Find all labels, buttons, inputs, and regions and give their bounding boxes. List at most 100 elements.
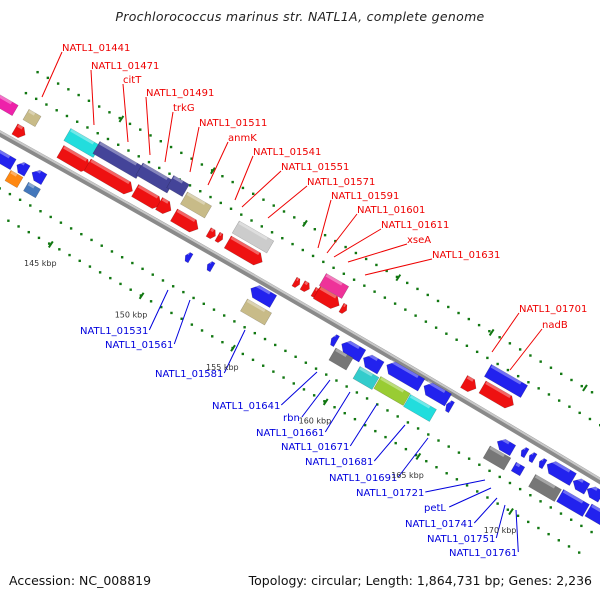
tick-mark <box>477 323 481 327</box>
tick-mark <box>467 317 471 321</box>
tick-mark <box>200 163 204 166</box>
gene-label-forward: NATL1_01631 <box>432 250 500 261</box>
gene-label-forward: trkG <box>173 103 195 114</box>
gene-feature <box>206 260 216 273</box>
leader-line <box>122 83 129 143</box>
gene-feature <box>373 376 411 406</box>
leader-line <box>145 96 151 156</box>
leader-line <box>317 199 332 249</box>
tick-mark <box>170 311 173 315</box>
gene-label-reverse: NATL1_01661 <box>256 428 324 439</box>
tick-mark <box>222 314 226 317</box>
leader-line <box>333 228 382 258</box>
tick-mark <box>131 261 134 265</box>
tick-mark <box>211 335 214 338</box>
gene-feature <box>135 162 175 194</box>
tick-mark <box>537 387 540 390</box>
map-title: Prochlorococcus marinus str. NATL1A, com… <box>115 9 485 24</box>
tick-mark <box>221 175 224 178</box>
tick-mark <box>537 526 540 530</box>
leader-line <box>515 509 519 553</box>
leader-line <box>189 126 200 173</box>
tick-marks <box>0 70 600 554</box>
gene-feature <box>386 359 426 392</box>
gene-feature <box>180 191 212 219</box>
leader-line <box>241 170 282 208</box>
tick-mark <box>87 99 91 102</box>
tick-mark <box>352 278 356 281</box>
major-tick <box>415 452 422 460</box>
tick-mark <box>394 441 397 445</box>
tick-mark <box>36 70 39 74</box>
tick-mark <box>498 475 501 479</box>
tick-mark <box>404 308 407 311</box>
gene-feature <box>231 220 275 254</box>
tick-mark <box>322 260 325 264</box>
major-tick <box>582 384 588 392</box>
tick-mark <box>293 216 296 219</box>
tick-mark <box>128 122 132 126</box>
tick-mark <box>529 354 532 357</box>
major-tick <box>488 328 495 337</box>
gene-label-forward: nadB <box>542 320 568 331</box>
tick-mark <box>260 225 263 228</box>
tick-mark <box>465 484 469 487</box>
tick-mark <box>547 393 551 396</box>
tick-mark <box>455 478 459 481</box>
tick-mark <box>506 368 510 372</box>
gene-label-forward: citT <box>123 75 142 86</box>
tick-mark <box>588 417 592 421</box>
tick-mark <box>168 172 171 175</box>
tick-mark <box>549 366 553 369</box>
tick-mark <box>590 530 593 534</box>
tick-mark <box>374 429 377 433</box>
gene-label-forward: xseA <box>407 235 431 246</box>
tick-mark <box>212 308 216 311</box>
leader-line <box>164 111 174 163</box>
accession-text: Accession: NC_008819 <box>9 573 152 588</box>
tick-mark <box>549 506 552 509</box>
tick-mark <box>65 114 69 118</box>
gene-feature <box>16 160 31 177</box>
tick-mark <box>261 364 265 367</box>
major-tick <box>118 115 125 123</box>
tick-mark <box>75 120 79 123</box>
tick-mark <box>434 326 438 329</box>
tick-mark <box>272 370 275 373</box>
tick-mark <box>570 378 573 382</box>
tick-mark <box>281 236 284 240</box>
gene-feature <box>205 227 216 240</box>
major-tick <box>302 219 308 228</box>
tick-mark <box>119 282 122 286</box>
tick-mark <box>598 423 600 427</box>
tick-mark <box>343 411 346 415</box>
gene-label-reverse: rbn <box>283 413 300 424</box>
leader-line <box>324 391 351 433</box>
tick-mark <box>529 494 532 497</box>
tick-mark <box>436 299 440 303</box>
tick-mark <box>414 314 417 317</box>
tick-mark <box>323 233 327 237</box>
tick-mark <box>539 360 542 363</box>
tick-mark <box>180 151 183 155</box>
tick-mark <box>149 134 152 137</box>
tick-mark <box>496 502 499 505</box>
major-tick <box>210 167 216 175</box>
tick-mark <box>304 361 308 364</box>
tick-mark <box>344 245 347 249</box>
tick-mark <box>219 201 222 205</box>
tick-mark <box>282 210 286 213</box>
genome-backbone <box>0 130 600 485</box>
gene-feature <box>460 375 477 393</box>
major-tick <box>322 398 329 406</box>
tick-mark <box>508 481 512 485</box>
tick-mark <box>516 374 520 378</box>
gene-label-reverse: NATL1_01671 <box>281 442 349 453</box>
tick-mark <box>578 411 581 415</box>
tick-mark <box>27 230 30 234</box>
leader-line <box>347 243 408 263</box>
tick-mark <box>404 447 408 451</box>
tick-mark <box>86 126 89 129</box>
tick-mark <box>486 496 489 499</box>
